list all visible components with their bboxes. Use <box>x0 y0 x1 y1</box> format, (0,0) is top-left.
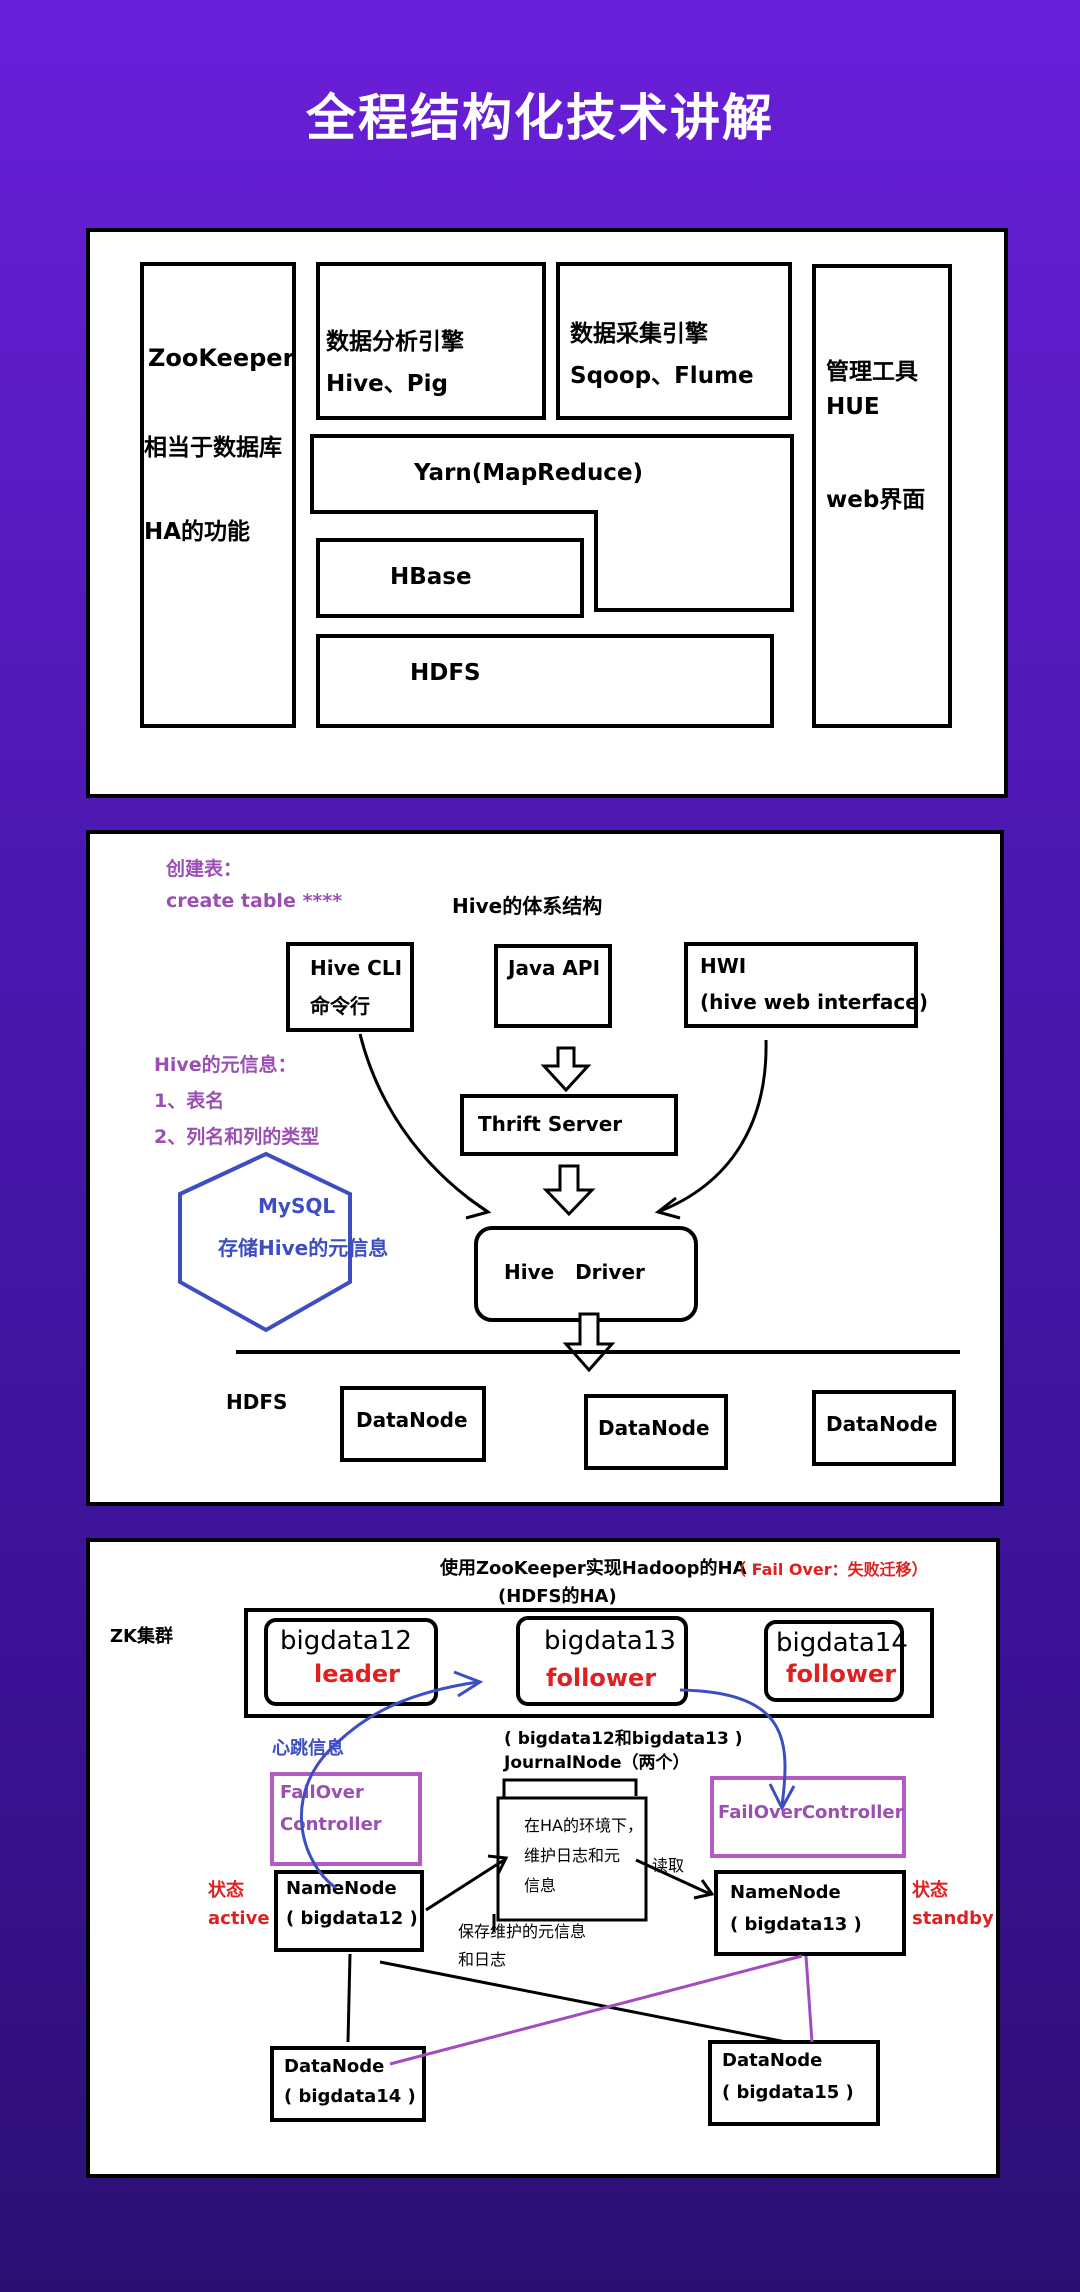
create-table-sql: create table **** <box>166 890 343 912</box>
journal-hosts: ( bigdata12和bigdata13 ) <box>504 1729 743 1749</box>
hive-meta-item-2: 2、列名和列的类型 <box>154 1126 320 1148</box>
zookeeper-box <box>140 262 296 728</box>
zk-node-role-1: leader <box>314 1660 400 1688</box>
failover-controller-left <box>270 1772 422 1866</box>
save-label-1: 保存维护的元信息 <box>458 1922 587 1941</box>
namenode-standby-host: ( bigdata13 ) <box>730 1914 862 1935</box>
datanode-bigdata14-label: DataNode <box>284 2056 385 2077</box>
state-right-label: 状态 <box>912 1880 948 1901</box>
datanode-box-2 <box>584 1394 728 1470</box>
create-table-label: 创建表： <box>166 858 243 880</box>
journal-title: JournalNode（两个） <box>504 1753 690 1773</box>
management-hue: HUE <box>826 394 880 420</box>
datanode-bigdata14-box <box>270 2046 426 2122</box>
state-left-label: 状态 <box>208 1880 244 1901</box>
hive-cli-box <box>286 942 414 1032</box>
hive-cli-desc: 命令行 <box>310 994 370 1018</box>
hive-driver-label: Hive Driver <box>504 1260 645 1284</box>
collect-engine-tools: Sqoop、Flume <box>570 363 754 389</box>
datanode-box-3 <box>812 1390 956 1466</box>
hive-architecture-heading: Hive的体系结构 <box>452 894 603 918</box>
hwi-label: HWI <box>700 954 747 978</box>
ha-heading: 使用ZooKeeper实现Hadoop的HA <box>440 1558 747 1579</box>
journalnode-stack <box>492 1778 648 1932</box>
collect-engine-box <box>556 262 792 420</box>
state-left-value: active <box>208 1908 270 1929</box>
zk-node-host-2: bigdata13 <box>544 1626 676 1656</box>
hdfs-label: HDFS <box>226 1390 288 1414</box>
management-label: 管理工具 <box>826 359 918 385</box>
zk-node-bigdata12 <box>264 1618 438 1706</box>
management-box <box>812 264 952 728</box>
yarn-label: Yarn(MapReduce) <box>414 460 644 486</box>
analysis-engine-label: 数据分析引擎 <box>326 329 464 355</box>
mysql-label: MySQL <box>258 1194 336 1218</box>
failover-note: （ Fail Over：失败迁移） <box>730 1560 928 1579</box>
zk-node-bigdata14 <box>764 1620 904 1702</box>
mysql-desc: 存储Hive的元信息 <box>218 1236 389 1260</box>
hive-driver-box <box>474 1226 698 1322</box>
hdfs-ha-panel: 使用ZooKeeper实现Hadoop的HA （ Fail Over：失败迁移）… <box>86 1538 1000 2178</box>
hive-meta-label: Hive的元信息： <box>154 1054 297 1076</box>
zk-node-host-3: bigdata14 <box>776 1628 908 1658</box>
collect-engine-label: 数据采集引擎 <box>570 321 708 347</box>
hwi-box <box>684 942 918 1028</box>
hdfs-label: HDFS <box>410 660 481 686</box>
hbase-box <box>316 538 584 618</box>
zk-node-bigdata13 <box>516 1616 688 1706</box>
zk-node-role-2: follower <box>546 1664 657 1692</box>
datanode-label-2: DataNode <box>598 1416 710 1440</box>
management-web: web界面 <box>826 487 926 513</box>
zk-cluster-label: ZK集群 <box>110 1626 173 1647</box>
failover-left-line1: FailOver <box>280 1782 364 1803</box>
failover-left-line2: Controller <box>280 1814 382 1835</box>
zk-node-role-3: follower <box>786 1660 897 1688</box>
failover-controller-right <box>710 1776 906 1858</box>
namenode-standby-label: NameNode <box>730 1882 841 1903</box>
hive-cli-label: Hive CLI <box>310 956 403 980</box>
page-title: 全程结构化技术讲解 <box>306 89 774 147</box>
journal-desc-2: 维护日志和元 <box>524 1846 621 1865</box>
analysis-engine-box <box>316 262 546 420</box>
datanode-bigdata15-host: ( bigdata15 ) <box>722 2082 854 2103</box>
zk-node-host-1: bigdata12 <box>280 1626 412 1656</box>
state-right-value: standby <box>912 1908 994 1929</box>
datanode-bigdata14-host: ( bigdata14 ) <box>284 2086 416 2107</box>
datanode-label-1: DataNode <box>356 1408 468 1432</box>
failover-right-label: FailOverController <box>718 1802 904 1823</box>
namenode-standby-box <box>714 1870 906 1956</box>
journal-desc-1: 在HA的环境下， <box>524 1816 643 1835</box>
java-api-box <box>494 944 612 1028</box>
hive-meta-item-1: 1、表名 <box>154 1090 225 1112</box>
zookeeper-label: ZooKeeper <box>148 344 295 372</box>
namenode-active-host: ( bigdata12 ) <box>286 1908 418 1929</box>
journal-desc-3: 信息 <box>524 1876 557 1895</box>
datanode-label-3: DataNode <box>826 1412 938 1436</box>
java-api-label: Java API <box>508 956 601 980</box>
ha-subheading: (HDFS的HA) <box>498 1586 617 1607</box>
save-label-2: 和日志 <box>458 1950 507 1969</box>
datanode-box-1 <box>340 1386 486 1462</box>
analysis-engine-tools: Hive、Pig <box>326 371 448 397</box>
thrift-server-box <box>460 1094 678 1156</box>
ha-connectors <box>300 1670 814 2066</box>
hive-flow-arrows <box>236 1033 960 1373</box>
thrift-server-label: Thrift Server <box>478 1112 623 1136</box>
architecture-panel: ZooKeeper 相当于数据库 HA的功能 数据分析引擎 Hive、Pig 数… <box>86 228 1008 798</box>
datanode-bigdata15-label: DataNode <box>722 2050 823 2071</box>
hdfs-box <box>316 634 774 728</box>
hive-architecture-panel: 创建表： create table **** Hive的体系结构 Hive CL… <box>86 830 1004 1506</box>
hbase-label: HBase <box>390 564 472 590</box>
hwi-desc: (hive web interface) <box>700 990 928 1014</box>
zookeeper-desc: 相当于数据库 <box>144 435 282 461</box>
datanode-bigdata15-box <box>708 2040 880 2126</box>
zookeeper-ha: HA的功能 <box>144 519 251 545</box>
namenode-active-label: NameNode <box>286 1878 397 1899</box>
yarn-outline <box>310 434 794 612</box>
namenode-active-box <box>274 1870 424 1952</box>
mysql-hexagon <box>178 1151 352 1333</box>
